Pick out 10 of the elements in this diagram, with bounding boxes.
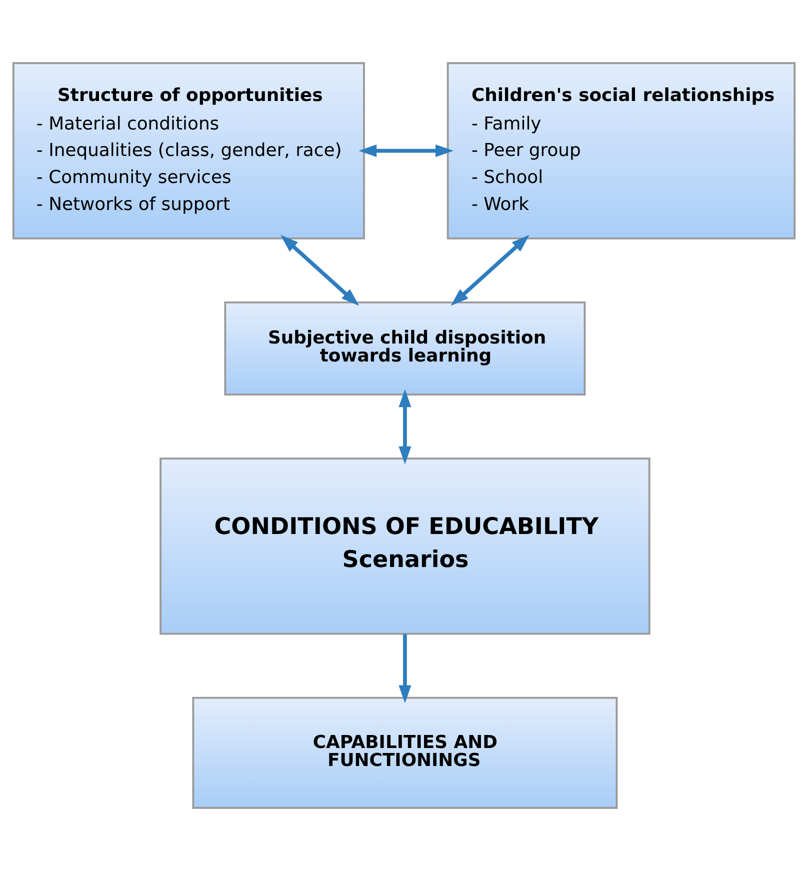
- arrow: [358, 144, 454, 157]
- node-box: Subjective child disposition towards learning: [224, 300, 586, 395]
- node-box: Children's social relationships - Family - Peer group - School - Work: [446, 62, 796, 239]
- arrow: [398, 634, 412, 703]
- arrow: [398, 388, 412, 464]
- arrow: [280, 234, 360, 306]
- node-box: CAPABILITIES AND FUNCTIONINGS: [192, 696, 618, 808]
- node-box: Structure of opportunities - Material conditions - Inequalities (class, gender, race) - Community services - Networks of support: [12, 62, 365, 239]
- arrow: [450, 234, 530, 306]
- node-box: CONDITIONS OF EDUCABILITY Scenarios: [160, 457, 650, 634]
